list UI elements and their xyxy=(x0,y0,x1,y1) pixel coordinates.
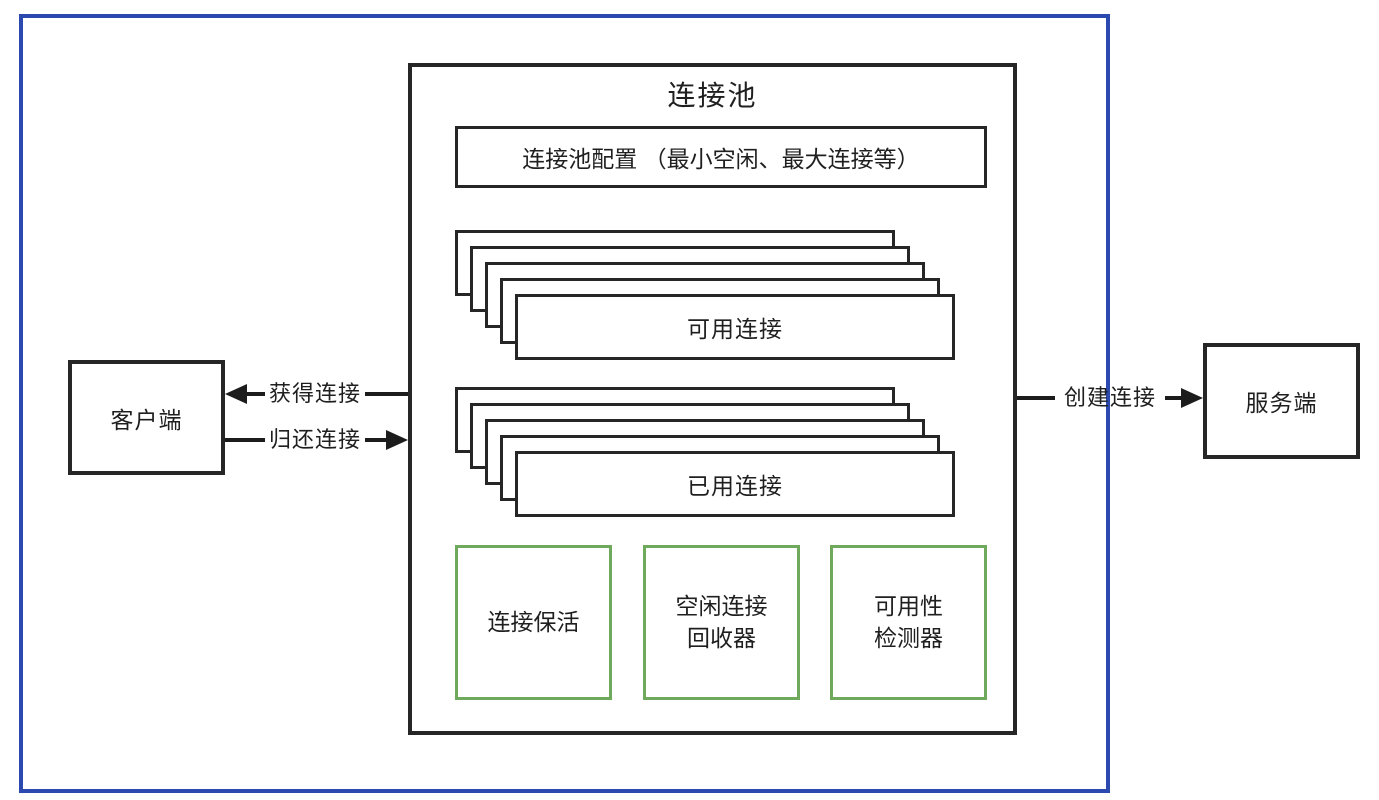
server-box: 服务端 xyxy=(1203,343,1360,459)
outer-boundary-frame xyxy=(19,14,1110,793)
arrow-right-head-icon xyxy=(386,430,408,450)
used-connections-label: 已用连接 xyxy=(687,473,783,499)
client-box: 客户端 xyxy=(68,360,225,475)
availability-checker-label: 可用性 检测器 xyxy=(874,593,943,651)
arrow-line-segment xyxy=(245,392,265,396)
idle-recycler-component-box: 空闲连接 回收器 xyxy=(643,545,800,700)
connection-pool-box xyxy=(408,63,1017,735)
stack-card-front: 已用连接 xyxy=(515,451,955,517)
pool-config-box: 连接池配置 （最小空闲、最大连接等） xyxy=(455,126,987,188)
available-connections-label: 可用连接 xyxy=(687,316,783,342)
arrow-left-head-icon xyxy=(225,384,247,404)
return-connection-label: 归还连接 xyxy=(268,427,361,452)
acquire-connection-label: 获得连接 xyxy=(268,381,361,406)
arrow-line-segment xyxy=(225,438,265,442)
client-label: 客户端 xyxy=(110,406,183,433)
arrow-right-head-icon xyxy=(1181,388,1203,408)
arrow-line-segment xyxy=(365,438,388,442)
create-connection-label: 创建连接 xyxy=(1063,385,1156,410)
server-label: 服务端 xyxy=(1245,390,1318,416)
arrow-line-segment xyxy=(1017,396,1055,400)
pool-config-label: 连接池配置 （最小空闲、最大连接等） xyxy=(522,146,920,172)
stack-card-front: 可用连接 xyxy=(515,294,955,360)
keepalive-label: 连接保活 xyxy=(487,608,580,635)
arrow-line-segment xyxy=(1165,396,1183,400)
idle-recycler-label: 空闲连接 回收器 xyxy=(675,593,768,651)
availability-checker-component-box: 可用性 检测器 xyxy=(830,545,987,700)
arrow-line-segment xyxy=(365,392,408,396)
keepalive-component-box: 连接保活 xyxy=(455,545,612,700)
used-connections-stack: 已用连接 xyxy=(455,387,957,521)
available-connections-stack: 可用连接 xyxy=(455,230,957,364)
connection-pool-title: 连接池 xyxy=(667,80,758,111)
